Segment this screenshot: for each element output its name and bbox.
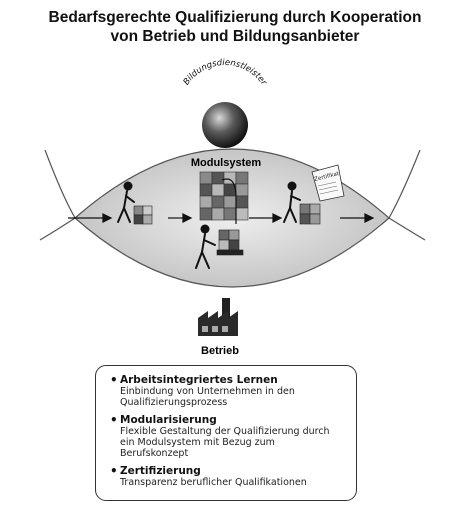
module-path-arrow (221, 178, 237, 224)
factory-label: Betrieb (201, 345, 239, 357)
module-grid (199, 171, 249, 221)
lens-outline (74, 148, 390, 288)
module-system-label: Modulsystem (191, 157, 262, 169)
legend-box: • Arbeitsintegriertes Lernen Einbindung … (95, 365, 357, 501)
process-arrows (68, 213, 375, 223)
title-line-1: Bedarfsgerechte Qualifizierung durch Koo… (48, 9, 422, 26)
legend-item-arbeitsintegriertes-lernen: • Arbeitsintegriertes Lernen Einbindung … (110, 373, 346, 408)
worker-figure-middle (195, 224, 216, 269)
worker-figure-right (283, 181, 301, 223)
legend-item-text: Flexible Gestaltung der Qualifizierung d… (120, 426, 330, 459)
worker-figure-left (117, 181, 135, 223)
legend-item-title: Modularisierung (120, 414, 217, 426)
module-stack-middle (216, 229, 244, 256)
module-stack-left (133, 205, 153, 225)
legend-item-modularisierung: • Modularisierung Flexible Gestaltung de… (110, 413, 346, 459)
top-circle-arc-left (39, 217, 76, 241)
bullet-icon: • (110, 413, 118, 427)
legend-item-text: Transparenz beruflicher Qualifikationen (120, 477, 307, 488)
legend-item-text: Einbindung von Unternehmen in den Qualif… (120, 386, 295, 408)
certificate-icon (311, 164, 345, 202)
bullet-icon: • (110, 464, 118, 478)
legend-item-title: Zertifizierung (120, 465, 201, 477)
bottom-circle-arc-left (44, 149, 76, 219)
education-provider-sphere (202, 102, 248, 148)
top-circle-arc-right (388, 217, 426, 241)
module-stack-right (299, 203, 321, 225)
bottom-circle-arc-right (388, 149, 421, 219)
factory-icon (198, 298, 238, 336)
sphere-label: Bildungsdienstleister (182, 58, 269, 88)
legend-item-zertifizierung: • Zertifizierung Transparenz beruflicher… (110, 464, 346, 488)
title-line-2: von Betrieb und Bildungsanbieter (110, 28, 360, 45)
bullet-icon: • (110, 373, 118, 387)
legend-item-title: Arbeitsintegriertes Lernen (120, 374, 278, 386)
page-title: Bedarfsgerechte Qualifizierung durch Koo… (0, 8, 470, 46)
